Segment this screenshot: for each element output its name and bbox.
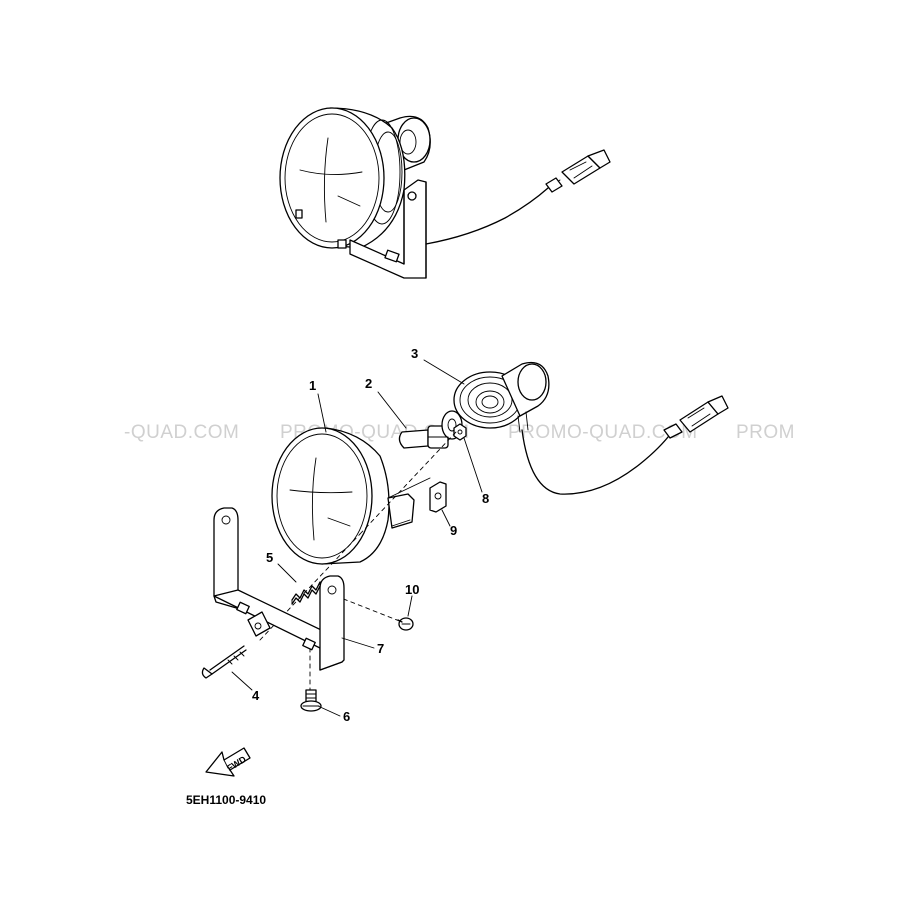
watermark-segment-3: PROMO-QUAD.COM <box>508 422 698 443</box>
watermark-segment-4: PROM <box>736 422 795 443</box>
assembled-headlight <box>279 107 611 279</box>
callout-9: 9 <box>450 523 457 538</box>
part-adjusting-screw <box>201 645 247 679</box>
callout-5: 5 <box>266 550 273 565</box>
callout-3: 3 <box>411 346 418 361</box>
callout-10: 10 <box>405 582 419 597</box>
watermark-segment-1: -QUAD.COM <box>124 422 239 443</box>
fwd-arrow-icon: FWD <box>205 747 251 777</box>
part-bracket <box>213 507 345 671</box>
part-screw <box>397 617 414 631</box>
part-socket-cover <box>453 361 550 433</box>
part-plate <box>429 481 447 513</box>
part-lens-unit <box>271 427 431 565</box>
callout-2: 2 <box>365 376 372 391</box>
part-spring <box>291 581 321 605</box>
part-nut <box>453 423 467 441</box>
callout-4: 4 <box>252 688 260 703</box>
callout-7: 7 <box>377 641 384 656</box>
diagram-part-number: 5EH1100-9410 <box>186 793 266 807</box>
part-bolt <box>300 689 322 712</box>
callout-1: 1 <box>309 378 316 393</box>
callout-6: 6 <box>343 709 350 724</box>
callout-8: 8 <box>482 491 489 506</box>
leader-lines <box>231 359 483 717</box>
callouts: 1 2 3 4 5 6 7 8 9 10 <box>252 346 489 724</box>
exploded-headlight <box>201 361 729 712</box>
